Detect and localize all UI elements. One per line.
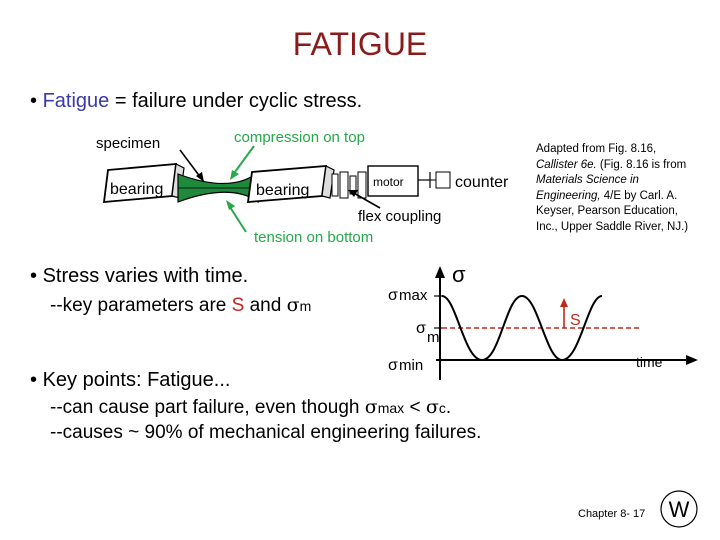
label-sigma-max-subscript: max	[399, 287, 428, 304]
key-points-text: Key points: Fatigue...	[42, 369, 231, 391]
stress-time-plot: σ time σ max σ m σ min S	[388, 262, 698, 380]
key-point-1-mid: <	[404, 397, 426, 418]
slide-footer-chapter: Chapter 8- 17	[578, 508, 646, 520]
bearing-right	[246, 165, 335, 203]
tension-pointer	[227, 203, 247, 233]
bullet-stress-varies: • Stress varies with time.	[30, 265, 248, 288]
stress-varies-text: Stress varies with time.	[42, 265, 249, 287]
key-point-1-prefix: --can cause part failure, even though	[50, 397, 365, 418]
bullet-dot: •	[30, 265, 38, 287]
label-specimen: specimen	[96, 135, 160, 152]
figure-credit: Adapted from Fig. 8.16, Callister 6e. (F…	[536, 142, 696, 235]
specimen-arrowhead	[196, 172, 204, 182]
fatigue-test-apparatus-diagram: bearing bearing motor counter specimen c…	[96, 129, 509, 246]
flex-coupling-shape	[331, 171, 367, 199]
key-point-line-1: --can cause part failure, even though σm…	[50, 396, 451, 419]
label-flex-coupling: flex coupling	[358, 208, 441, 225]
label-sigma-min-symbol: σ	[388, 357, 398, 374]
stress-axis-arrowhead	[435, 266, 445, 278]
time-axis-arrowhead	[686, 355, 698, 365]
label-s-amplitude: S	[570, 312, 581, 329]
slide-title: FATIGUE	[292, 26, 428, 62]
stress-axis-label: σ	[452, 262, 466, 287]
tension-arrowhead	[226, 200, 235, 210]
compression-pointer	[231, 145, 255, 177]
credit-line-b: (Fig. 8.16 is from	[596, 158, 687, 171]
cyclic-stress-curve	[441, 294, 603, 362]
logo-letter: W	[669, 497, 690, 522]
label-sigma-m-subscript: m	[427, 329, 440, 346]
bullet-key-points: • Key points: Fatigue...	[30, 369, 230, 392]
label-counter: counter	[455, 174, 509, 191]
flex-coupling-arrowhead	[348, 190, 358, 197]
motor-box	[367, 165, 431, 197]
label-tension: tension on bottom	[254, 229, 373, 246]
bullet-fatigue-definition: • Fatigue = failure under cyclic stress.	[30, 90, 362, 113]
key-parameters-and: and	[244, 295, 287, 316]
time-axis-label: time	[636, 354, 663, 370]
label-bearing-left: bearing	[110, 181, 163, 198]
s-amplitude-arrowhead	[560, 298, 568, 307]
credit-line-a: Adapted from Fig. 8.16,	[536, 143, 657, 155]
key-parameters-prefix: --key parameters are	[50, 295, 232, 316]
label-sigma-max-symbol: σ	[388, 287, 398, 304]
label-compression: compression on top	[234, 129, 365, 146]
key-parameter-s: S	[231, 295, 245, 316]
label-bearing-right: bearing	[256, 182, 309, 199]
fatigue-term: Fatigue	[42, 90, 110, 112]
bullet-dot: •	[30, 369, 38, 391]
counter-box	[430, 171, 451, 189]
credit-line-c: 4/E by Carl. A. Keyser, Pearson Educatio…	[536, 189, 689, 233]
fatigue-definition-text: = failure under cyclic stress.	[109, 90, 363, 112]
label-motor: motor	[373, 175, 404, 189]
key-point-1-sigma-c-subscript: c	[438, 400, 446, 416]
key-point-1-sigma-c: σ	[425, 396, 439, 418]
key-point-1-sigma: σ	[364, 396, 378, 418]
key-point-line-2: --causes ~ 90% of mechanical engineering…	[50, 422, 482, 443]
compression-arrowhead	[230, 170, 239, 180]
key-parameter-sigma-subscript: m	[299, 298, 312, 314]
key-parameters-line: --key parameters are S and σm	[50, 294, 311, 317]
credit-book: Materials Science in Engineering,	[536, 174, 639, 202]
key-parameter-sigma: σ	[286, 294, 300, 316]
flex-coupling-pointer	[351, 191, 381, 209]
label-sigma-m-symbol: σ	[416, 320, 426, 337]
credit-callister: Callister 6e.	[536, 158, 597, 171]
label-sigma-min-subscript: min	[399, 357, 423, 374]
wiley-logo-icon: W	[660, 490, 698, 528]
key-point-1-end: .	[445, 397, 452, 418]
specimen-shape	[177, 170, 259, 204]
key-point-1-sigma-subscript: max	[377, 400, 405, 416]
bullet-dot: •	[30, 90, 38, 112]
